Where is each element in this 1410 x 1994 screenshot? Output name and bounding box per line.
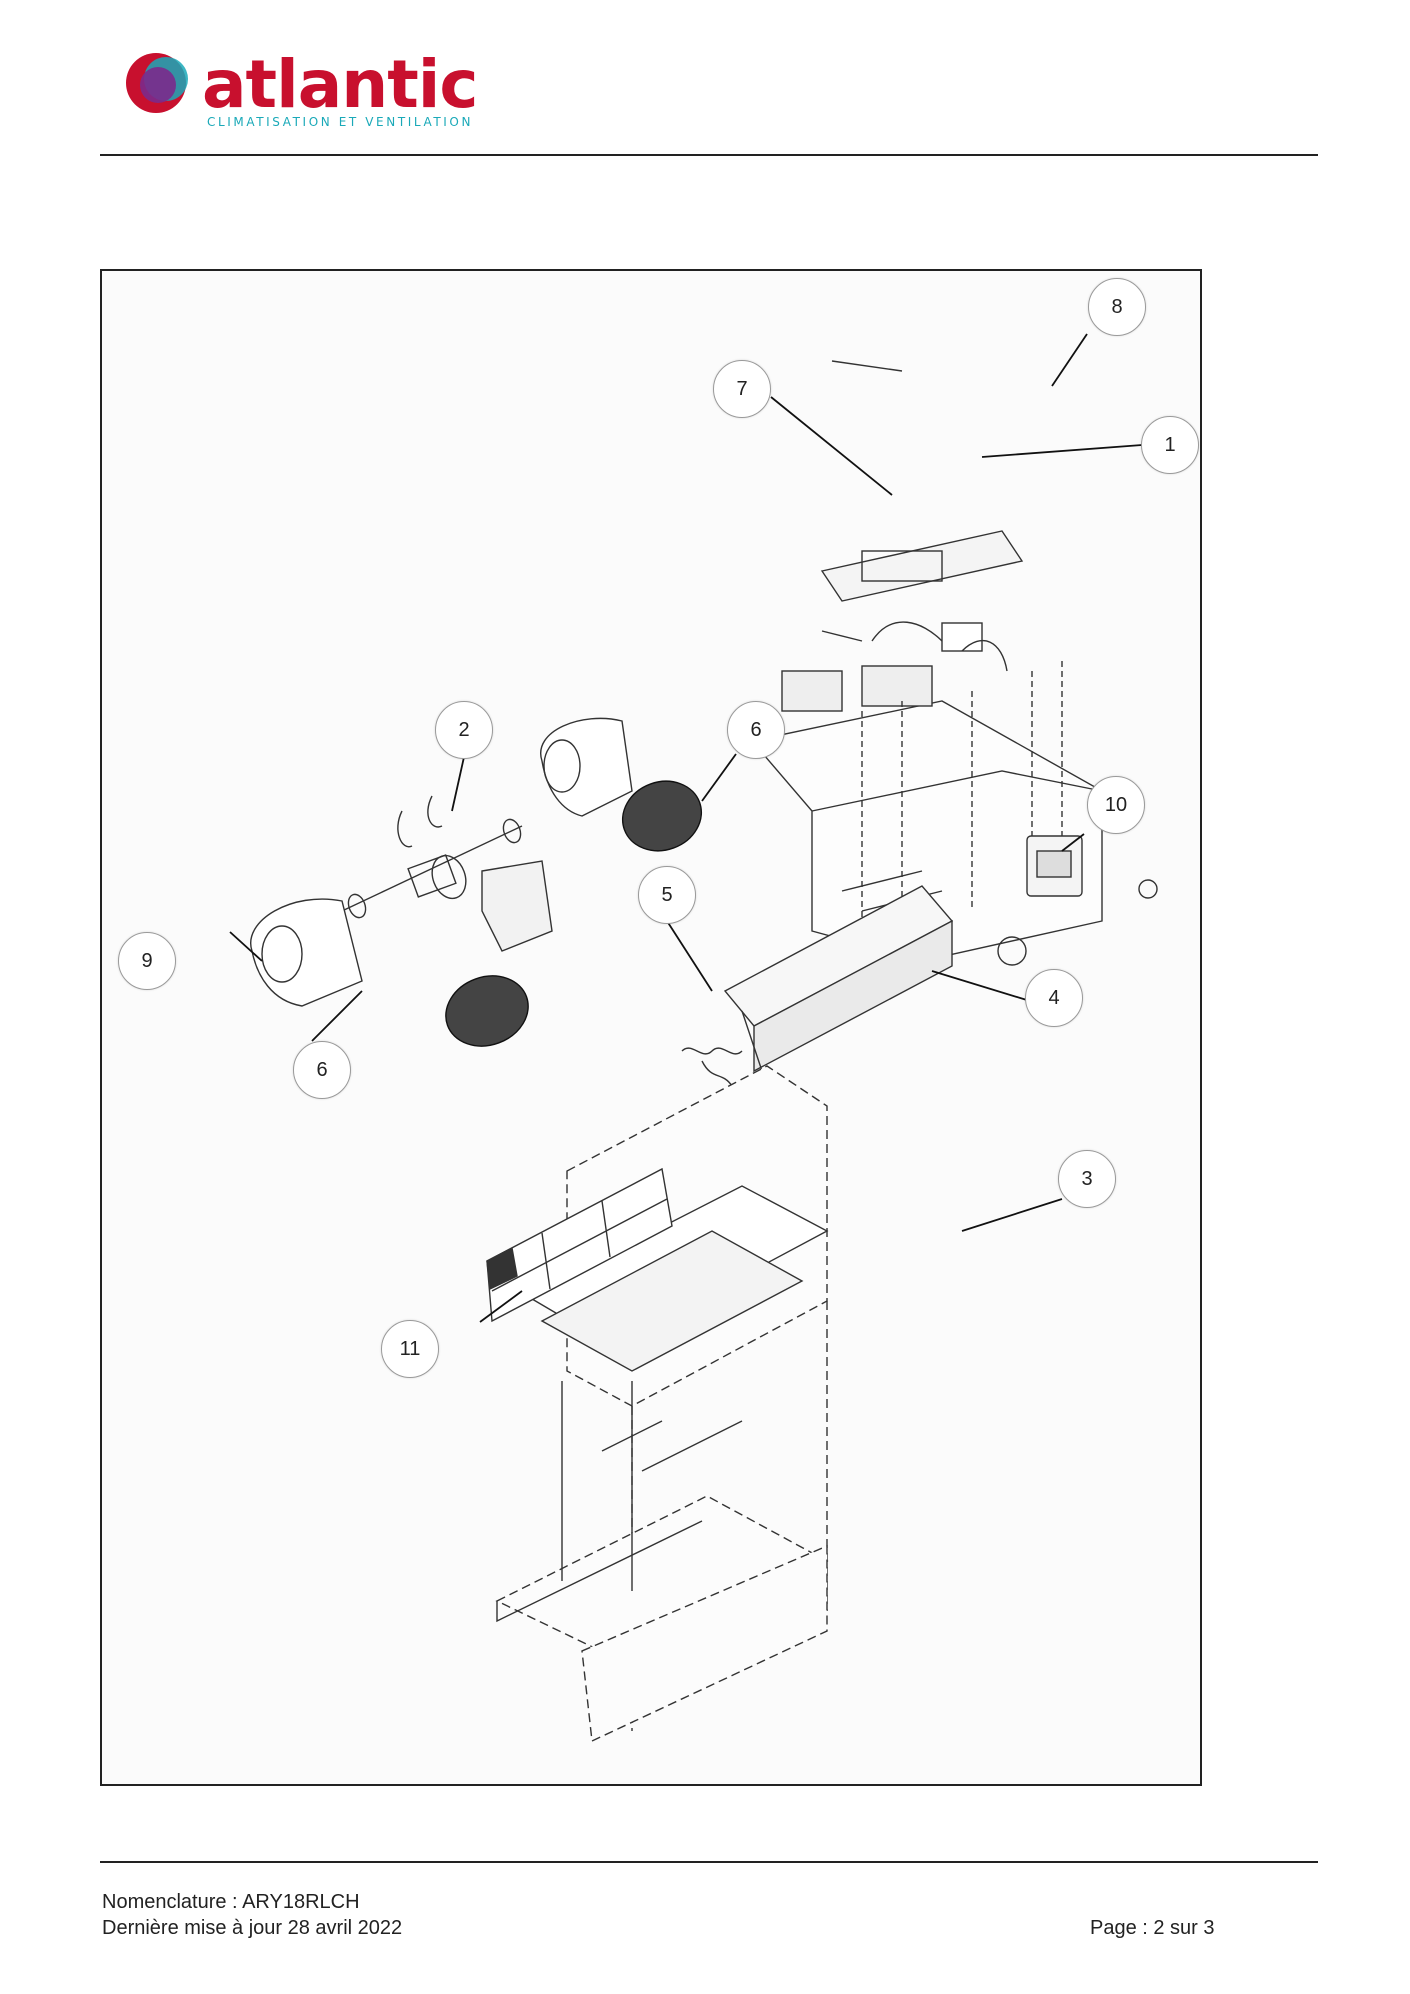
callout-4: 4 xyxy=(1025,969,1083,1027)
callout-2: 2 xyxy=(435,701,493,759)
callout-8: 8 xyxy=(1088,278,1146,336)
callout-5: 5 xyxy=(638,866,696,924)
atlantic-logo: atlantic CLIMATISATION ET VENTILATION xyxy=(120,45,490,135)
callout-6-lower: 6 xyxy=(293,1041,351,1099)
remote-controller xyxy=(1026,835,1083,897)
evaporator-coil xyxy=(681,885,954,1087)
footer-last-updated: Dernière mise à jour 28 avril 2022 xyxy=(102,1917,403,1939)
logo-mark-icon xyxy=(126,53,188,113)
exploded-view-diagram: 8 1 7 2 6 10 5 9 4 6 3 11 xyxy=(100,269,1202,1786)
blower-housings xyxy=(250,717,633,1007)
callout-9: 9 xyxy=(118,932,176,990)
callout-1: 1 xyxy=(1141,416,1199,474)
callout-11: 11 xyxy=(381,1320,439,1378)
fan-motor-assembly xyxy=(341,795,553,952)
callout-7: 7 xyxy=(713,360,771,418)
fan-wheels xyxy=(445,780,703,1047)
callout-10: 10 xyxy=(1087,776,1145,834)
callout-3: 3 xyxy=(1058,1150,1116,1208)
brand-name: atlantic xyxy=(202,46,479,123)
air-filter xyxy=(486,1167,673,1323)
leader-lines xyxy=(229,333,1143,1323)
exploded-parts-drawing xyxy=(229,333,1158,1743)
footer-nomenclature: Nomenclature : ARY18RLCH xyxy=(102,1891,360,1913)
footer-divider xyxy=(100,1861,1318,1863)
brand-tagline: CLIMATISATION ET VENTILATION xyxy=(207,115,474,129)
unit-casing xyxy=(495,1065,829,1743)
callout-6-upper: 6 xyxy=(727,701,785,759)
control-box-assembly xyxy=(750,360,1158,966)
footer-page-number: Page : 2 sur 3 xyxy=(1090,1917,1215,1939)
header-divider xyxy=(100,154,1318,156)
unit-chassis xyxy=(496,1185,829,1623)
